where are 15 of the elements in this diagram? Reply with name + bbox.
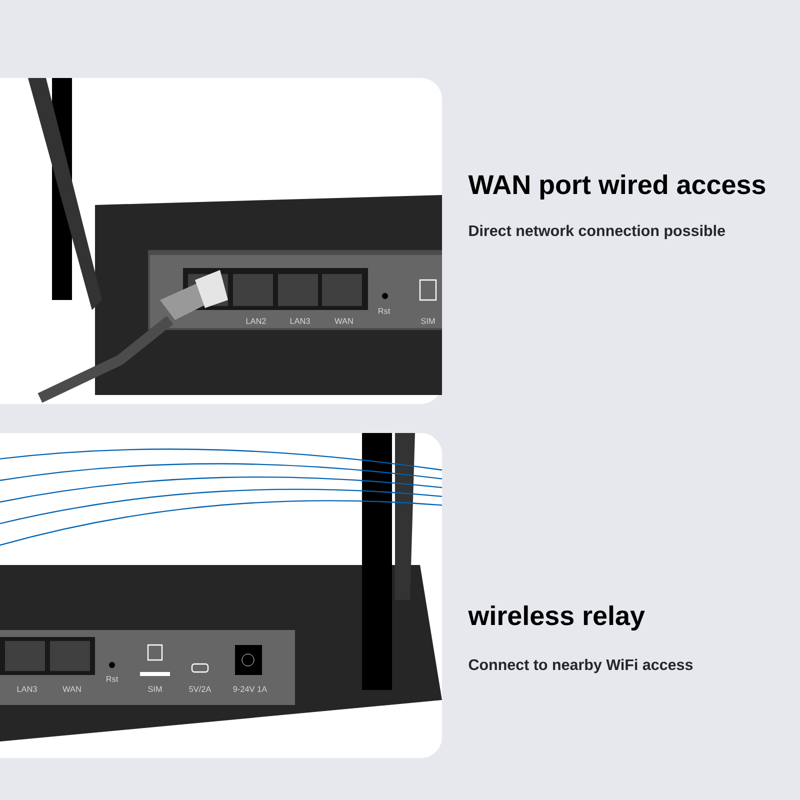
heading: wireless relay (468, 605, 645, 631)
port-label: 9-24V 1A (233, 686, 268, 692)
heading: WAN port wired access (468, 174, 766, 200)
port-label: LAN3 (290, 318, 310, 324)
port-label: SIM (421, 318, 435, 324)
port-label: LAN2 (246, 318, 266, 324)
subheading: Direct network connection possible (469, 224, 725, 240)
port-label: Rst (106, 676, 118, 682)
port-label: WAN (334, 318, 353, 324)
port-label: 5V/2A (189, 686, 212, 692)
port-label: Rst (378, 308, 390, 314)
subheading: Connect to nearby WiFi access (468, 658, 693, 674)
port-label: LAN3 (17, 686, 37, 692)
port-label: SIM (148, 686, 162, 692)
port-label: WAN (62, 686, 81, 692)
